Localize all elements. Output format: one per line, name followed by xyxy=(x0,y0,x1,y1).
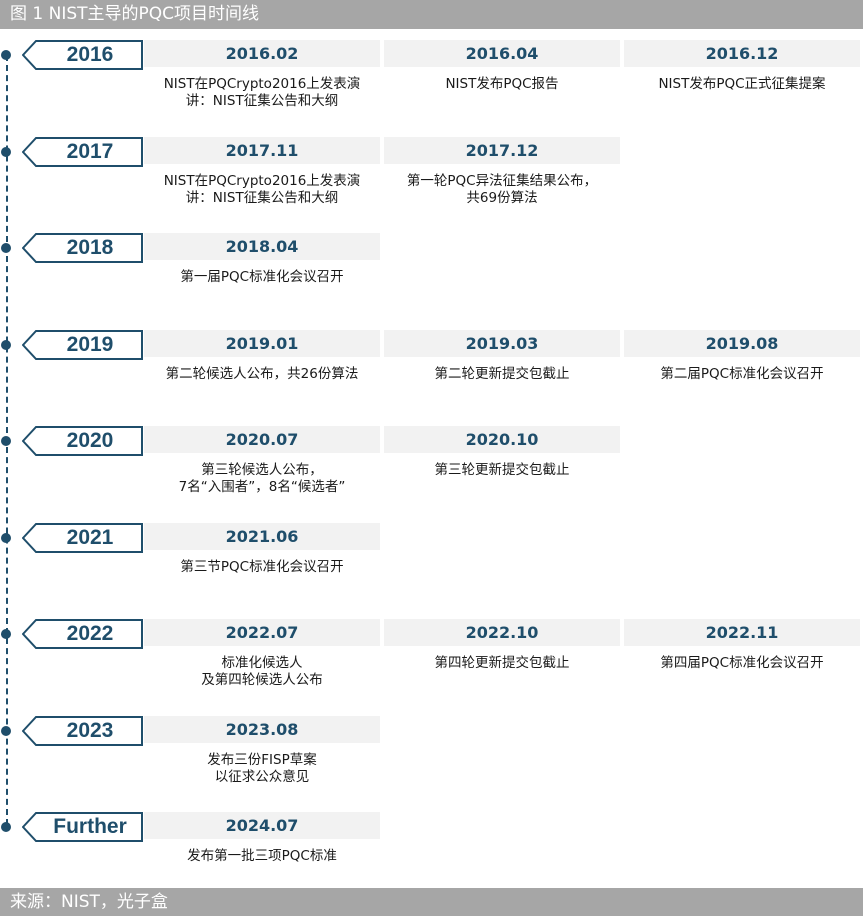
timeline-dot xyxy=(1,147,11,157)
year-tag-arrow-shape xyxy=(22,426,143,456)
year-tag: 2021 xyxy=(22,523,144,553)
year-label: 2017 xyxy=(66,140,114,163)
event-description: 标准化候选人 及第四轮候选人公布 xyxy=(201,655,323,688)
event-date: 2016.02 xyxy=(144,40,380,67)
event-date: 2021.06 xyxy=(144,523,380,550)
year-tag: 2022 xyxy=(22,619,144,649)
event-date: 2022.11 xyxy=(624,619,860,646)
source-note: 来源：NIST，光子盒 xyxy=(0,888,863,916)
event-description: 第三轮候选人公布， 7名“入围者”，8名“候选者” xyxy=(178,462,346,495)
timeline-dot xyxy=(1,629,11,639)
event-date: 2023.08 xyxy=(144,716,380,743)
event-description: NIST在PQCrypto2016上发表演 讲：NIST征集公告和大纲 xyxy=(163,76,361,109)
year-tag: 2023 xyxy=(22,716,144,746)
event-date: 2018.04 xyxy=(144,233,380,260)
year-tag-arrow-shape xyxy=(22,716,143,746)
event-date: 2020.10 xyxy=(384,426,620,453)
timeline-dot xyxy=(1,726,11,736)
timeline-dot xyxy=(1,340,11,350)
event-date: 2019.03 xyxy=(384,330,620,357)
event-date: 2016.12 xyxy=(624,40,860,67)
event-description: 第三轮更新提交包截止 xyxy=(434,462,570,478)
year-tag: 2019 xyxy=(22,330,144,360)
event-date: 2017.11 xyxy=(144,137,380,164)
event-date: 2017.12 xyxy=(384,137,620,164)
year-tag-arrow-shape xyxy=(22,330,143,360)
year-tag-arrow-shape xyxy=(22,137,143,167)
event-date: 2020.07 xyxy=(144,426,380,453)
year-tag-arrow-shape xyxy=(22,233,143,263)
year-tag-arrow-shape xyxy=(22,619,143,649)
year-tag: 2016 xyxy=(22,40,144,70)
event-date: 2019.01 xyxy=(144,330,380,357)
event-description: 第二轮候选人公布，共26份算法 xyxy=(165,366,359,382)
event-description: 第四轮更新提交包截止 xyxy=(434,655,570,671)
figure-title: 图 1 NIST主导的PQC项目时间线 xyxy=(0,0,863,29)
year-tag-arrow-shape xyxy=(22,523,143,553)
event-date: 2016.04 xyxy=(384,40,620,67)
year-label: 2020 xyxy=(66,429,114,452)
year-label: 2021 xyxy=(66,526,114,549)
timeline-dot xyxy=(1,243,11,253)
event-date: 2019.08 xyxy=(624,330,860,357)
year-tag-arrow-shape xyxy=(22,40,143,70)
event-description: 第一届PQC标准化会议召开 xyxy=(180,269,344,285)
event-description: 第二届PQC标准化会议召开 xyxy=(660,366,824,382)
year-label: 2018 xyxy=(66,236,114,259)
year-label: 2023 xyxy=(66,719,114,742)
event-description: NIST在PQCrypto2016上发表演 讲：NIST征集公告和大纲 xyxy=(163,173,361,206)
year-label: 2019 xyxy=(66,333,114,356)
event-description: NIST发布PQC正式征集提案 xyxy=(658,76,826,92)
event-date: 2022.07 xyxy=(144,619,380,646)
year-tag-arrow-shape xyxy=(22,812,143,842)
timeline-dot xyxy=(1,50,11,60)
year-tag: Further xyxy=(22,812,144,842)
year-label: Further xyxy=(53,815,127,838)
event-date: 2024.07 xyxy=(144,812,380,839)
event-description: 第三节PQC标准化会议召开 xyxy=(180,559,344,575)
event-description: 第二轮更新提交包截止 xyxy=(434,366,570,382)
event-description: 发布三份FISP草案 以征求公众意见 xyxy=(207,752,317,785)
year-tag: 2017 xyxy=(22,137,144,167)
event-description: 第一轮PQC异法征集结果公布， 共69份算法 xyxy=(406,173,598,206)
event-date: 2022.10 xyxy=(384,619,620,646)
timeline-dot xyxy=(1,436,11,446)
event-description: 第四届PQC标准化会议召开 xyxy=(660,655,824,671)
year-tag: 2020 xyxy=(22,426,144,456)
year-label: 2022 xyxy=(66,622,114,645)
timeline-dot xyxy=(1,533,11,543)
event-description: NIST发布PQC报告 xyxy=(445,76,559,92)
year-label: 2016 xyxy=(66,43,114,66)
year-tag: 2018 xyxy=(22,233,144,263)
timeline-dot xyxy=(1,822,11,832)
event-description: 发布第一批三项PQC标准 xyxy=(187,848,337,864)
